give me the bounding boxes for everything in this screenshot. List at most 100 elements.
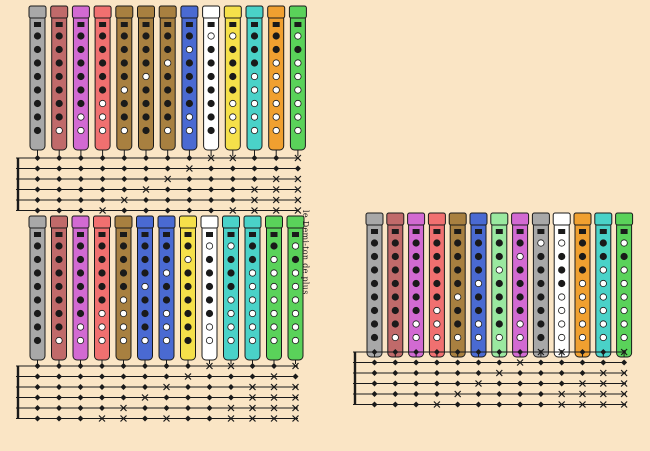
fingering-chart bbox=[286, 215, 305, 364]
tab-mark-closed bbox=[121, 176, 128, 182]
closed-hole bbox=[77, 59, 85, 67]
tab-mark-closed bbox=[208, 165, 215, 172]
tab-mark-closed bbox=[34, 155, 41, 161]
closed-hole bbox=[495, 239, 503, 247]
pipe-window bbox=[371, 229, 378, 234]
tab-mark-open bbox=[620, 380, 628, 387]
open-hole bbox=[294, 59, 302, 67]
tab-mark-open bbox=[163, 415, 170, 422]
open-hole bbox=[227, 336, 235, 345]
fingering-chart bbox=[365, 212, 384, 358]
fingering-chart bbox=[531, 212, 550, 358]
closed-hole bbox=[99, 32, 107, 40]
open-hole bbox=[185, 113, 193, 121]
tab-mark-closed bbox=[475, 391, 482, 397]
tab-mark-open bbox=[292, 362, 299, 370]
pipe-window bbox=[537, 229, 545, 234]
pipe-window bbox=[184, 232, 192, 237]
pipe-cap bbox=[552, 212, 571, 226]
open-hole bbox=[119, 309, 128, 318]
pipe-cap bbox=[158, 5, 177, 19]
pipe-cap bbox=[93, 215, 111, 229]
pipe-cap bbox=[114, 215, 133, 229]
closed-hole bbox=[294, 45, 302, 54]
tab-mark-open bbox=[229, 154, 237, 162]
open-hole bbox=[412, 320, 420, 328]
closed-hole bbox=[77, 86, 85, 94]
tab-mark-open bbox=[294, 196, 302, 204]
closed-hole bbox=[291, 255, 300, 264]
closed-hole bbox=[537, 266, 545, 274]
tab-mark-closed bbox=[229, 165, 236, 172]
open-hole bbox=[599, 293, 607, 301]
open-hole bbox=[433, 306, 441, 315]
tab-mark-closed bbox=[206, 373, 213, 380]
tab-mark-closed bbox=[517, 380, 524, 387]
pipe-window bbox=[55, 22, 63, 27]
closed-hole bbox=[120, 59, 128, 67]
open-hole bbox=[294, 126, 302, 135]
closed-hole bbox=[33, 45, 42, 54]
tab-mark-closed bbox=[163, 405, 170, 411]
tab-mark-closed bbox=[56, 176, 63, 182]
open-hole bbox=[162, 269, 171, 277]
closed-hole bbox=[120, 113, 128, 121]
closed-hole bbox=[55, 99, 63, 108]
closed-hole bbox=[98, 282, 106, 291]
closed-hole bbox=[184, 309, 192, 318]
closed-hole bbox=[270, 242, 278, 250]
open-hole bbox=[620, 266, 628, 274]
closed-hole bbox=[227, 255, 235, 264]
tab-mark-open bbox=[227, 362, 235, 370]
tab-mark-closed bbox=[371, 349, 378, 355]
closed-hole bbox=[98, 296, 106, 304]
pipe-cap bbox=[28, 215, 47, 229]
open-hole bbox=[578, 320, 587, 328]
pipe-cap bbox=[202, 5, 221, 19]
tab-mark-closed bbox=[99, 405, 105, 411]
closed-hole bbox=[370, 293, 379, 301]
fingering-chart bbox=[93, 215, 111, 364]
tab-mark-open bbox=[294, 154, 302, 162]
tab-mark-open bbox=[558, 390, 566, 398]
closed-hole bbox=[185, 59, 193, 67]
tab-mark-closed bbox=[537, 359, 544, 366]
open-hole bbox=[270, 336, 278, 345]
closed-hole bbox=[474, 252, 483, 261]
closed-hole bbox=[227, 282, 235, 291]
open-hole bbox=[291, 296, 300, 304]
closed-hole bbox=[205, 296, 214, 304]
closed-hole bbox=[184, 336, 192, 345]
tab-mark-closed bbox=[413, 349, 420, 355]
tab-mark-open bbox=[558, 348, 566, 356]
tab-mark-open bbox=[229, 207, 237, 214]
fingering-chart bbox=[243, 215, 262, 364]
closed-hole bbox=[516, 239, 524, 247]
open-hole bbox=[272, 72, 280, 81]
closed-hole bbox=[76, 255, 85, 264]
tab-mark-closed bbox=[496, 380, 503, 387]
tab-mark-open bbox=[495, 369, 503, 377]
pipe-window bbox=[454, 229, 462, 234]
tab-mark-closed bbox=[392, 391, 399, 397]
open-hole bbox=[474, 320, 483, 328]
closed-hole bbox=[495, 279, 503, 288]
open-hole bbox=[558, 306, 566, 315]
tab-mark-closed bbox=[392, 401, 399, 408]
open-hole bbox=[270, 296, 278, 304]
tab-mark-closed bbox=[77, 415, 84, 422]
tab-mark-open bbox=[270, 415, 278, 422]
open-hole bbox=[99, 99, 107, 108]
pipe-window bbox=[142, 22, 150, 27]
closed-hole bbox=[516, 306, 524, 315]
closed-hole bbox=[495, 306, 503, 315]
pipe-window bbox=[34, 22, 41, 27]
fingering-chart bbox=[552, 212, 571, 358]
fingering-chart bbox=[245, 5, 264, 156]
closed-hole bbox=[207, 99, 215, 108]
closed-hole bbox=[370, 279, 379, 288]
tab-mark-open bbox=[272, 186, 280, 193]
closed-hole bbox=[120, 45, 128, 54]
fingering-chart bbox=[114, 215, 133, 364]
open-hole bbox=[454, 333, 462, 342]
